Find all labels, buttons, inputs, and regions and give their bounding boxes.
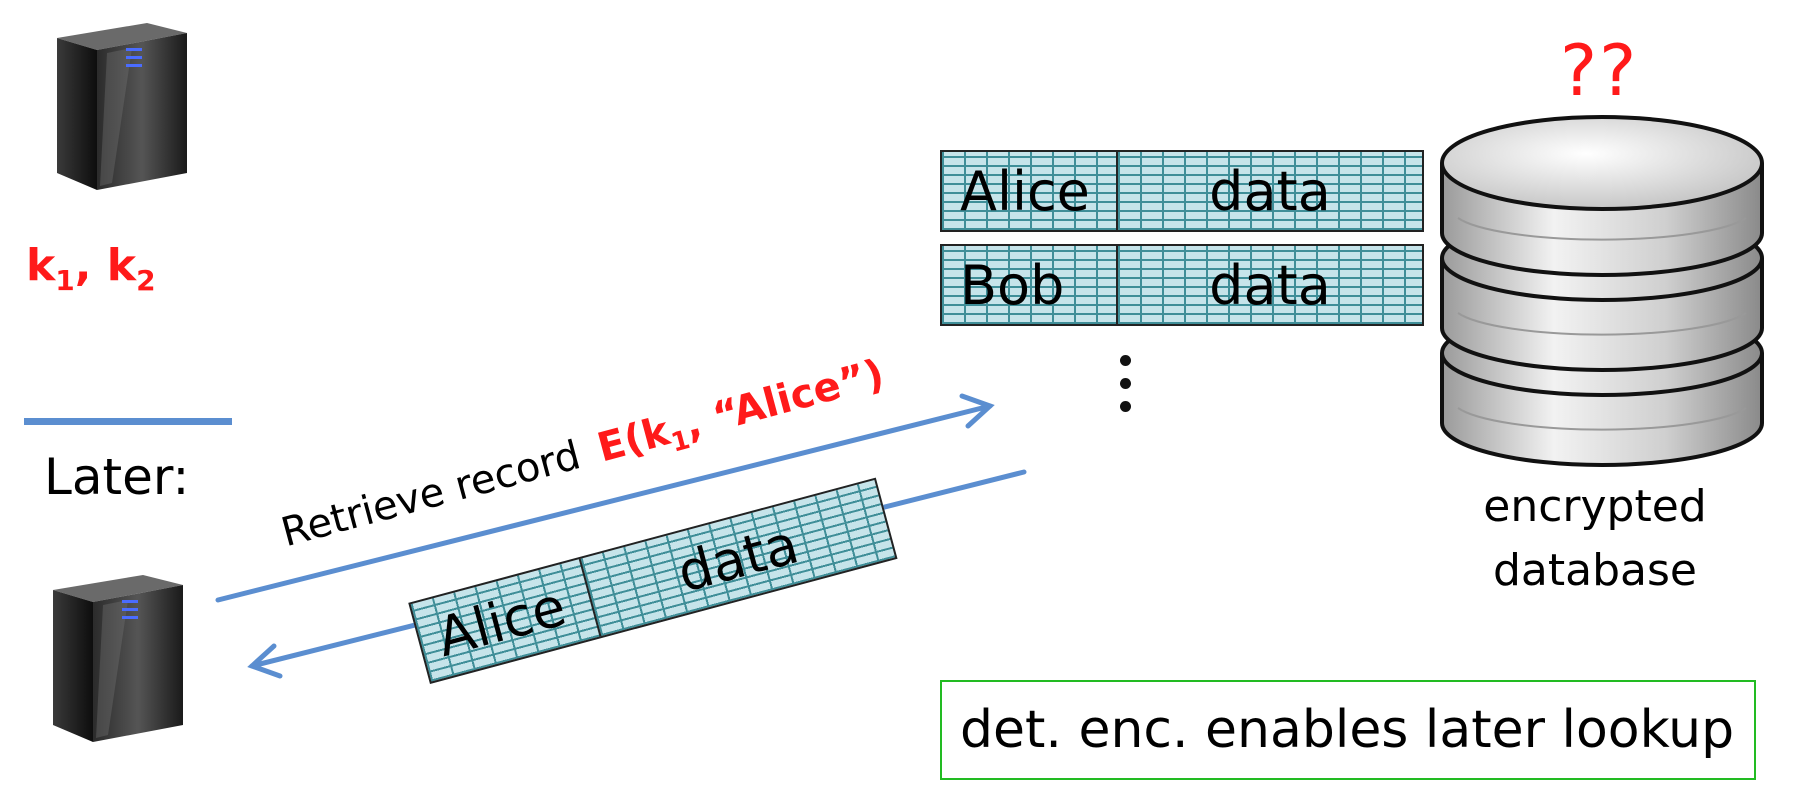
request-arrow (215, 393, 995, 603)
record-row: Bob data (940, 244, 1424, 326)
divider-line (24, 418, 232, 425)
later-label: Later: (44, 448, 190, 506)
record-name: Alice (942, 152, 1118, 230)
record-value: data (1209, 159, 1331, 223)
database-label: encrypted database (1483, 481, 1707, 596)
vertical-ellipsis (1120, 355, 1131, 424)
database-icon (1440, 115, 1764, 467)
record-row: Alice data (940, 150, 1424, 232)
question-marks: ?? (1560, 30, 1639, 112)
record-name: Bob (942, 246, 1118, 324)
server-bottom-icon (53, 575, 183, 742)
record-value: data (1209, 253, 1331, 317)
keys-label: k1, k2 (26, 240, 156, 297)
lookup-note: det. enc. enables later lookup (940, 680, 1756, 780)
server-top-icon (57, 23, 187, 190)
